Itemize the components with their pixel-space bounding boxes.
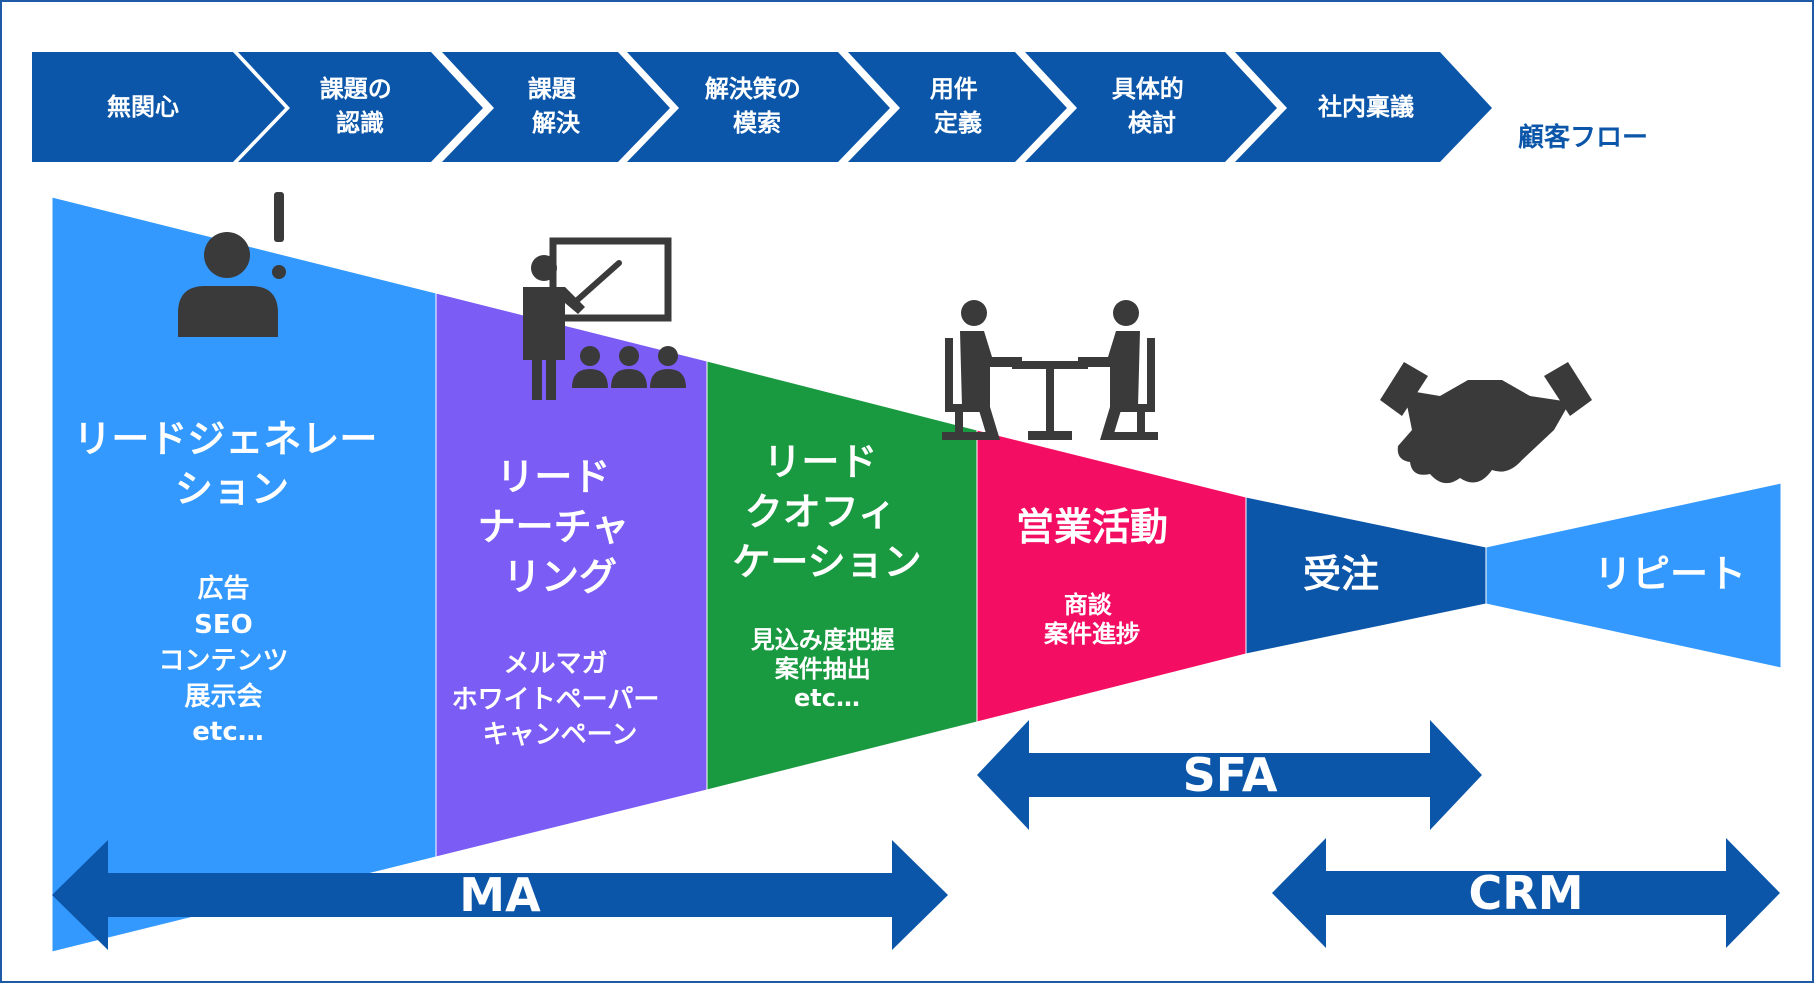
flow-step-7-label: 社内稟議 [1318,93,1414,121]
stage-2-title: リード ナーチャ リング [478,455,643,599]
customer-flow-label: 顧客フロー [1518,122,1648,153]
stage-4-title: 営業活動 [1016,505,1168,549]
meeting-icon [942,300,1158,440]
crm-label: CRM [1469,866,1584,920]
stage-4-items: 商談 案件進捗 [1043,591,1140,648]
funnel [51,196,1782,953]
presentation-icon [523,237,686,400]
flow-step-3 [442,52,670,162]
stage-repeat [1485,482,1782,669]
flow-step-1-label: 無関心 [107,93,179,121]
flow-step-4-label: 解決策の 模索 [705,75,809,137]
flow-step-3-label: 課題 解決 [528,75,584,137]
sfa-arrow [977,720,1482,830]
flow-step-5 [848,52,1067,162]
flow-step-6 [1025,52,1277,162]
ma-arrow [52,840,948,950]
flow-step-2 [238,52,483,162]
stage-1-title: リードジェネレー ション [73,417,390,511]
stage-2-items: メルマガ ホワイトペーパー キャンペーン [452,649,669,750]
sfa-label: SFA [1183,748,1278,802]
flow-step-7 [1235,52,1492,162]
stage-3-items: 見込み度把握 案件抽出 etc… [751,626,903,712]
flow-step-1 [32,52,285,162]
stage-1-items: 広告 SEO コンテンツ 展示会 etc… [158,573,297,747]
handshake-icon [1380,362,1592,484]
flow-step-4 [627,52,890,162]
flow-step-5-label: 用件 定義 [930,75,986,137]
crm-arrow [1272,838,1780,948]
stage-5-title: 受注 [1303,552,1379,596]
stage-3-title: リード クオフィ ケーション [732,440,921,584]
stage-sales-activity [976,429,1247,723]
flow-step-2-label: 課題の 認識 [320,75,400,137]
customer-flow: 無関心 課題の 認識 課題 解決 解決策の 模索 用件 定義 具体的 検討 社内… [32,52,1648,162]
flow-step-6-label: 具体的 検討 [1112,75,1192,137]
ma-label: MA [459,868,541,922]
stage-6-title: リピート [1594,552,1746,596]
person-alert-icon [178,192,286,337]
